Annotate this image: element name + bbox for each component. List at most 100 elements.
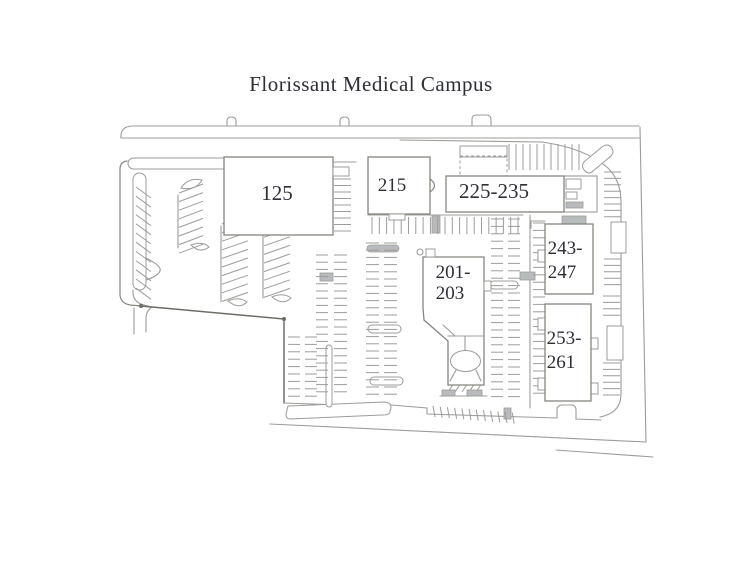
building-125-side-box [332,166,350,177]
parking-tick [178,183,204,194]
building-201-label-line1: 201- [436,262,471,283]
extension-box-1 [565,178,582,190]
parking-tick [135,278,152,291]
parking-tick [511,412,515,424]
building-225-outline [445,175,565,213]
drive-flare [145,257,161,281]
parking-tick [135,214,152,227]
building-253-label-line2: 261 [547,352,576,373]
parking-tick [263,270,291,281]
parking-tick [135,223,152,236]
building-243-label-line1: 243- [548,238,583,259]
road-bump-2 [339,116,350,127]
parking-tick [135,232,152,245]
building-215-label: 215 [378,175,407,196]
parking-tick [263,287,291,298]
building-201-stub-2 [466,389,483,397]
pill-island-1 [366,244,400,253]
parking-tick [221,248,249,259]
building-253-label-line1: 253- [547,328,582,349]
building-243-outline [544,223,594,295]
top-road [120,114,641,139]
parking-tick [178,200,204,211]
east-strip [399,139,627,418]
boundary-node-1 [139,304,143,308]
parking-tick [475,409,479,421]
building-243-247: 243- 247 [530,220,594,295]
parking-tick [446,407,450,419]
hatched-pad [459,145,508,158]
parking-tick [432,405,436,418]
parking-tick [490,410,494,422]
corner-island [582,144,614,174]
building-215-stub [388,213,406,221]
page-title: Florissant Medical Campus [249,72,492,96]
median-island [285,401,392,420]
parking-tick [263,236,291,247]
drive-foot [132,289,154,333]
boundary-bottom [269,423,647,443]
parking-tick [135,241,152,254]
parking-tick [135,195,152,208]
parking-tick [178,226,204,237]
parking-tick [178,192,204,203]
parking-tick [221,240,249,251]
building-225-pad-south [561,215,587,225]
parking-tick [135,250,152,263]
shaded-stall-east [519,271,536,281]
building-225-label: 225-235 [459,179,529,203]
parking-tick [135,204,152,217]
parking-tick [135,269,152,282]
bottom-edge-2 [390,404,558,419]
strip-island-2 [606,325,624,361]
parking-tick [221,274,249,285]
leaf-island-4 [227,298,248,307]
parking-tick [221,266,249,277]
parking-tick [439,406,443,418]
parking-tick [263,262,291,273]
lot-edge-north-east [399,139,622,418]
parking-tick [263,244,291,255]
strip-island-1 [610,221,627,254]
road-bump-1 [226,116,237,127]
parking-tick [263,253,291,264]
building-201-label-line2: 203 [436,283,465,304]
road-end-curve [120,125,134,139]
building-253-outline [544,303,592,402]
parking-tick [135,260,152,273]
street-line [555,449,654,458]
shaded-stall-row [431,215,441,234]
building-201-bump-north [425,248,436,258]
parking-tick [135,186,152,199]
parking-tick [135,287,152,300]
parking-tick [221,257,249,268]
building-253-261: 253- 261 [537,303,599,402]
parking-tick [482,410,486,422]
parking-tick [468,408,472,421]
leaf-island-2 [190,242,210,251]
parking-ticks [135,144,621,424]
building-201-203: 201- 203 [416,248,492,397]
leaf-island-1 [180,178,203,190]
parking-tick [454,407,458,419]
lot-step-boundary [139,304,286,404]
building-125-outline [223,156,334,236]
building-225-235: 225-235 [445,145,598,225]
road-bump-3 [471,114,492,127]
parking-tick [504,411,508,424]
courtyard-circle [450,350,481,372]
boundary-right [639,126,647,443]
leaf-island-6 [271,294,292,303]
extension-box-2 [565,191,578,200]
building-243-label-line2: 247 [548,262,577,283]
parking-tick [263,279,291,290]
bottom-edge-bump [556,404,602,421]
center-parking-islands [319,215,536,408]
building-125-label: 125 [261,181,293,205]
parking-tick [497,411,501,423]
pill-island-3 [369,376,404,386]
parking-tick [461,408,465,420]
pill-island-vertical [325,344,333,408]
